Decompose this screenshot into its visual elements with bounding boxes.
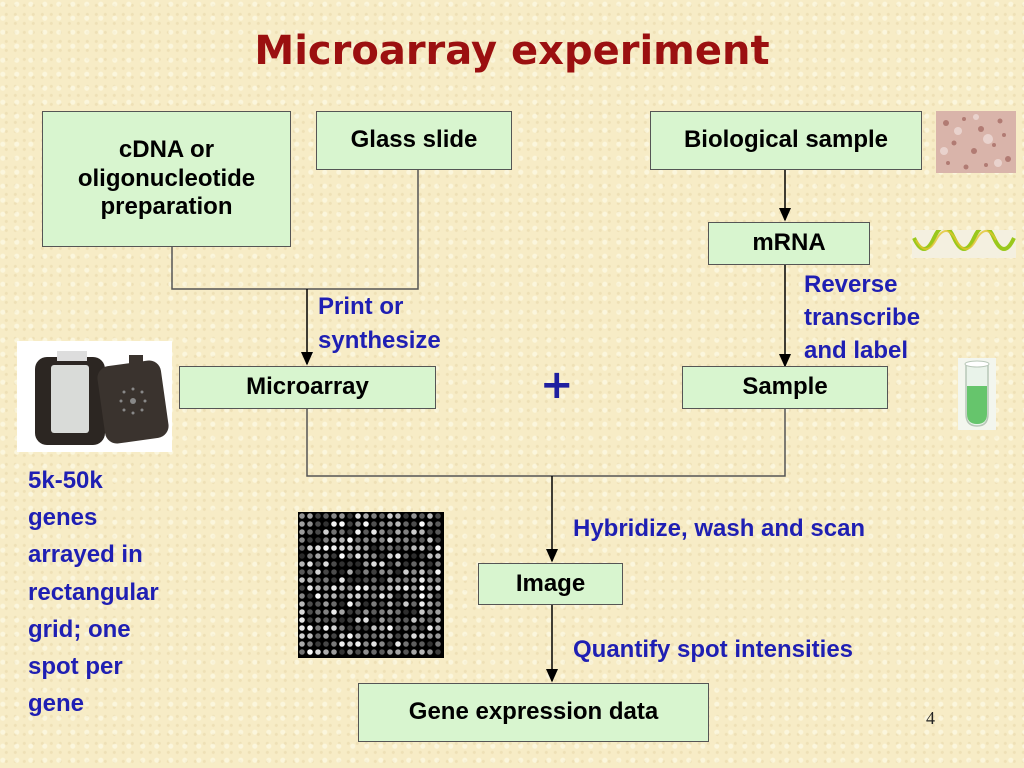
- microarray-device-icon: [17, 341, 172, 452]
- sample-box: Sample: [682, 366, 888, 409]
- reverse-transcribe-label: Reverse transcribe and label: [804, 268, 920, 367]
- image-box: Image: [478, 563, 623, 605]
- page-title: Microarray experiment: [254, 28, 770, 74]
- glass-slide-box: Glass slide: [316, 111, 512, 170]
- note-line: spot per: [28, 652, 123, 680]
- page-number: 4: [926, 708, 935, 728]
- print-synthesize-label: Print or synthesize: [318, 290, 441, 357]
- note-line: arrayed in: [28, 541, 143, 569]
- gene-expression-data-box: Gene expression data: [358, 683, 709, 742]
- biological-sample-box: Biological sample: [650, 111, 922, 170]
- array-size-note: 5k-50k genes arrayed in rectangular grid…: [28, 462, 159, 722]
- microarray-scan-image: [298, 512, 444, 658]
- note-line: gene: [28, 690, 85, 718]
- print-line-2: synthesize: [318, 326, 441, 354]
- mrna-box: mRNA: [708, 222, 870, 265]
- plus-sign: +: [540, 362, 574, 408]
- quantify-label: Quantify spot intensities: [573, 636, 854, 663]
- note-line: 5k-50k: [28, 467, 103, 494]
- microarray-box: Microarray: [179, 366, 436, 409]
- join-line-bottom: [306, 409, 786, 477]
- note-line: genes: [28, 504, 98, 532]
- test-tube-icon: [958, 358, 996, 430]
- print-line-1: Print or: [318, 293, 404, 320]
- mrna-wave-icon: [912, 230, 1016, 258]
- rt-line-1: Reverse: [804, 271, 898, 298]
- tissue-sample-icon: [936, 111, 1016, 173]
- rt-line-2: transcribe: [804, 304, 921, 332]
- cdna-line-3: preparation: [100, 193, 233, 221]
- cdna-preparation-box: cDNA or oligonucleotide preparation: [42, 111, 291, 247]
- cdna-line-2: oligonucleotide: [77, 164, 256, 192]
- join-line-left: [171, 170, 419, 290]
- hybridize-label: Hybridize, wash and scan: [573, 515, 866, 542]
- rt-line-3: and label: [804, 337, 909, 365]
- note-line: rectangular: [28, 578, 159, 606]
- cdna-line-1: cDNA or: [118, 135, 215, 163]
- note-line: grid; one: [28, 615, 131, 643]
